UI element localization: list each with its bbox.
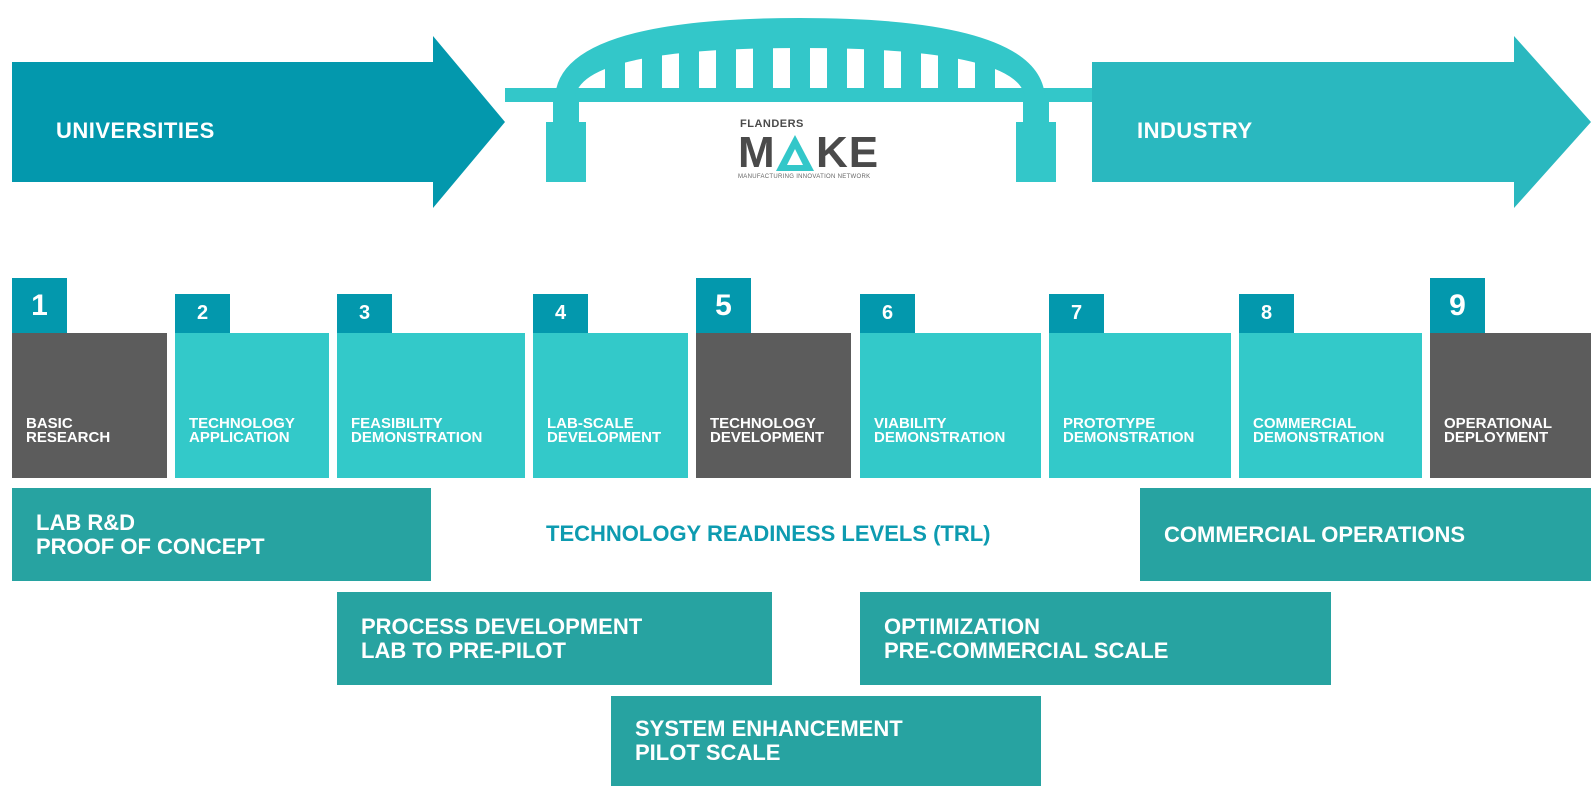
phase-process-development: PROCESS DEVELOPMENT LAB TO PRE-PILOT [337,592,772,685]
trl-label-line2: DEMONSTRATION [1253,429,1385,446]
trl-label-line1: PROTOTYPE [1063,415,1156,432]
trl-number-7: 7 [1049,294,1104,333]
trl-label-line1: BASIC [26,415,73,432]
flanders-make-logo: FLANDERS M KE MANUFACTURING INNOVATION N… [738,118,878,180]
bridge [505,18,1092,182]
phase-commercial-line1: COMMERCIAL OPERATIONS [1164,521,1466,547]
universities-label: UNIVERSITIES [56,118,215,143]
trl-number-5: 5 [696,278,751,333]
phase-lab-line1: LAB R&D [36,509,135,535]
trl-label-line1: TECHNOLOGY [710,415,816,432]
trl-number-4: 4 [533,294,588,333]
trl-label-line1: LAB-SCALE [547,415,634,432]
trl-title: TECHNOLOGY READINESS LEVELS (TRL) [546,521,991,546]
trl-number-3: 3 [337,294,392,333]
header-graphic [12,18,1591,208]
trl-label-line2: RESEARCH [26,429,111,446]
trl-label-line1: OPERATIONAL [1444,415,1553,432]
phase-process-line1: PROCESS DEVELOPMENT [361,613,643,639]
phase-optimization-line2: PRE-COMMERCIAL SCALE [884,637,1169,663]
industry-label: INDUSTRY [1137,118,1253,143]
logo-tagline: MANUFACTURING INNOVATION NETWORK [738,174,871,180]
trl-label-line2: DEMONSTRATION [874,429,1006,446]
trl-label-line2: DEPLOYMENT [1444,429,1549,446]
trl-number-1: 1 [12,278,67,333]
trl-number-9: 9 [1430,278,1485,333]
phase-optimization-line1: OPTIMIZATION [884,613,1041,639]
trl-label-line2: DEVELOPMENT [710,429,825,446]
triangle-a-icon [776,135,814,171]
phase-lab-rd: LAB R&D PROOF OF CONCEPT [12,488,431,581]
trl-number-2: 2 [175,294,230,333]
trl-label-line1: FEASIBILITY [351,415,443,432]
phase-optimization: OPTIMIZATION PRE-COMMERCIAL SCALE [860,592,1331,685]
trl-label-line2: DEMONSTRATION [351,429,483,446]
phase-system-line2: PILOT SCALE [635,740,781,765]
trl-label-line2: APPLICATION [189,429,290,446]
trl-label-line1: TECHNOLOGY [189,415,295,432]
phase-lab-line2: PROOF OF CONCEPT [36,533,265,559]
trl-number-6: 6 [860,294,915,333]
universities-arrow [12,36,505,208]
logo-letters-ke: KE [816,128,880,177]
trl-label-line2: DEVELOPMENT [547,429,662,446]
phase-process-line2: LAB TO PRE-PILOT [361,637,566,663]
logo-small-text: FLANDERS [740,118,804,130]
phase-commercial-operations: COMMERCIAL OPERATIONS [1140,488,1591,581]
trl-number-8: 8 [1239,294,1294,333]
phase-system-enhancement: SYSTEM ENHANCEMENT PILOT SCALE [611,696,1041,786]
trl-label-line1: VIABILITY [874,415,947,432]
logo-letter-m: M [738,128,776,177]
trl-label-line1: COMMERCIAL [1253,415,1357,432]
trl-label-line2: DEMONSTRATION [1063,429,1195,446]
phase-system-line1: SYSTEM ENHANCEMENT [635,716,903,741]
industry-arrow [1092,36,1591,208]
